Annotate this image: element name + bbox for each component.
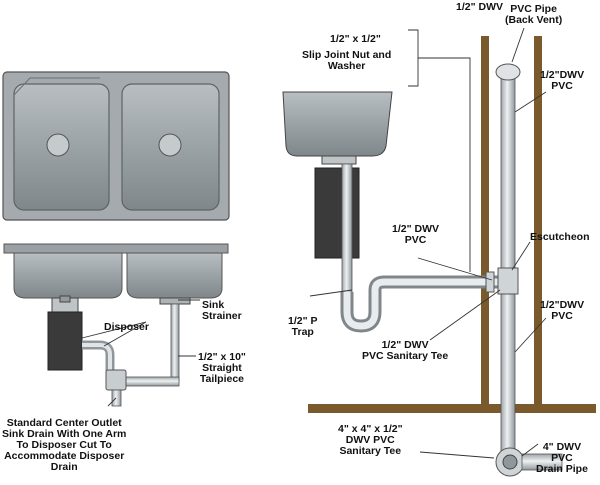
leader-lines bbox=[81, 27, 547, 459]
label-escutcheon: Escutcheon bbox=[530, 231, 590, 243]
sink-top-view bbox=[2, 71, 230, 221]
label-slip-joint-name: Slip Joint Nut and Washer bbox=[302, 49, 392, 72]
label-pvc-back-vent: PVC Pipe (Back Vent) bbox=[505, 3, 563, 26]
p-trap bbox=[340, 271, 500, 333]
vent-drain-pipe bbox=[495, 63, 563, 477]
label-half-dwv-pvc-right-low: 1/2"DWV PVC bbox=[540, 299, 585, 322]
sink-side-view bbox=[3, 243, 229, 407]
wall-framing bbox=[308, 36, 596, 413]
label-drain-pipe: 4" DWV PVC Drain Pipe bbox=[536, 441, 588, 475]
label-outlet-drain: Standard Center Outlet Sink Drain With O… bbox=[2, 417, 127, 473]
label-p-trap: 1/2" P Trap bbox=[288, 315, 318, 338]
label-half-dwv-top: 1/2" DWV bbox=[456, 1, 503, 13]
label-sink-strainer: Sink Strainer bbox=[202, 299, 242, 322]
label-sanitary-tee-upper: 1/2" DWV PVC Sanitary Tee bbox=[362, 339, 449, 362]
label-disposer: Disposer bbox=[104, 321, 149, 333]
label-half-dwv-pvc-right-top: 1/2"DWV PVC bbox=[540, 69, 585, 92]
label-slip-joint-size: 1/2" x 1/2" bbox=[330, 33, 381, 45]
label-half-dwv-pvc-mid: 1/2" DWV PVC bbox=[392, 223, 439, 246]
sink-section bbox=[282, 91, 393, 295]
label-sanitary-tee-lower: 4" x 4" x 1/2" DWV PVC Sanitary Tee bbox=[338, 423, 403, 457]
label-tailpiece: 1/2" x 10" Straight Tailpiece bbox=[198, 351, 246, 385]
